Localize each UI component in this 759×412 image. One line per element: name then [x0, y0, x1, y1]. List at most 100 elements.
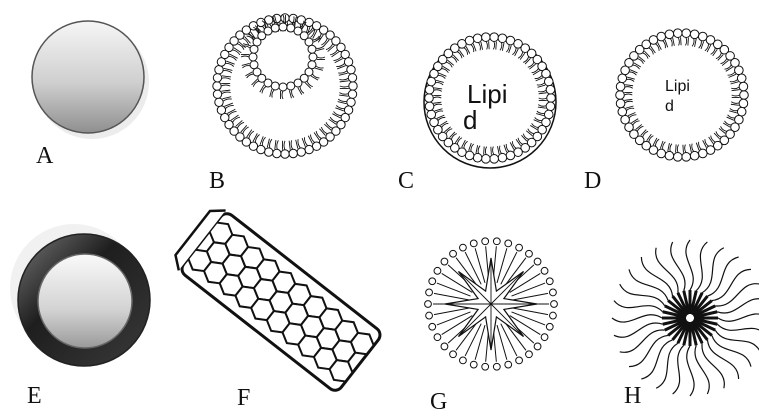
lipid-tail — [626, 108, 634, 110]
dendrimer-terminal — [426, 289, 433, 296]
panel-c-text-2: d — [463, 105, 477, 135]
lipid-head — [465, 36, 474, 45]
panel-e-coated-nanoparticle — [10, 224, 150, 366]
lipid-head — [673, 29, 682, 38]
lipid-head — [348, 90, 356, 98]
lipid-head — [542, 69, 551, 78]
dendrimer-branch — [497, 325, 507, 360]
lipid-tail — [692, 39, 694, 47]
dendrimer-terminal — [550, 312, 557, 319]
lipid-head — [616, 99, 625, 108]
panel-label-c: C — [398, 168, 414, 194]
dendrimer-terminal — [541, 334, 548, 341]
lipid-tail — [625, 101, 633, 103]
lipid-tail — [677, 145, 678, 153]
lipid-tail — [272, 90, 274, 98]
lipid-tail — [493, 147, 494, 155]
dendrimer-terminal — [550, 289, 557, 296]
lipid-tail — [316, 66, 324, 68]
micelle-tail — [717, 299, 759, 313]
dendrimer-branch — [513, 308, 548, 315]
lipid-tail — [538, 105, 546, 107]
lipid-tail — [275, 140, 276, 149]
micelle-tail — [702, 343, 724, 388]
lipid-tail — [732, 95, 740, 96]
lipid-tail — [699, 142, 702, 150]
lipid-head — [271, 24, 279, 32]
dendrimer-terminal — [429, 323, 436, 330]
micelle-tail — [696, 242, 707, 291]
lipid-tail — [339, 78, 348, 80]
dendrimer-terminal — [470, 240, 477, 247]
dendrimer-terminal — [482, 363, 489, 370]
panel-label-a: A — [36, 143, 54, 169]
lipid-head — [618, 107, 627, 116]
lipid-tail — [730, 108, 738, 110]
micelle-tail — [715, 330, 759, 352]
lipid-tail — [222, 78, 231, 80]
lipid-tail — [681, 37, 682, 45]
panel-label-b: B — [209, 168, 225, 194]
lipid-tail — [434, 88, 442, 89]
dendrimer-terminal — [516, 357, 523, 364]
lipid-tail — [678, 37, 679, 45]
dendrimer-branch — [475, 248, 485, 283]
lipid-tail — [692, 144, 694, 152]
dendrimer-terminal — [460, 357, 467, 364]
micelle-tail — [717, 324, 759, 335]
lipid-tail — [339, 93, 348, 95]
lipid-tail — [433, 97, 441, 98]
panel-label-h: H — [624, 383, 641, 409]
lipid-tail — [478, 42, 480, 50]
lipid-tail — [339, 95, 348, 96]
lipid-head — [546, 85, 555, 94]
dendrimer-terminal — [434, 334, 441, 341]
lipid-head — [547, 94, 556, 103]
lipid-head — [308, 45, 316, 53]
lipid-tail — [292, 90, 294, 98]
lipid-head — [297, 16, 305, 24]
lipid-head — [427, 110, 436, 119]
micelle-tail — [614, 323, 663, 337]
dendrimer-terminal — [516, 244, 523, 251]
dendrimer-terminal — [460, 244, 467, 251]
lipid-tail — [282, 91, 283, 99]
micelle-tail — [620, 284, 665, 306]
lipid-tail — [491, 147, 492, 155]
lipid-head — [665, 151, 674, 160]
lipid-tail — [537, 111, 545, 113]
dendrimer-terminal — [541, 267, 548, 274]
dendrimer-terminal — [470, 361, 477, 368]
micelle-tail — [671, 242, 685, 291]
lipid-tail — [690, 144, 692, 152]
lipid-head — [544, 77, 553, 86]
lipid-tail — [502, 43, 504, 51]
lipid-head — [281, 150, 289, 158]
lipid-head — [213, 90, 221, 98]
lipid-tail — [732, 90, 740, 91]
lipid-tail — [481, 42, 483, 50]
lipid-head — [430, 118, 439, 127]
lipid-tail — [731, 104, 739, 105]
panel-b-liposome — [213, 14, 357, 158]
lipid-tail — [321, 127, 327, 134]
lipid-tail — [695, 39, 697, 47]
lipid-head — [305, 145, 313, 153]
lipid-head — [682, 29, 691, 38]
dendrimer-terminal — [546, 323, 553, 330]
lipid-tail — [317, 57, 325, 58]
lipid-tail — [221, 85, 230, 86]
nanotube-body — [169, 203, 383, 393]
lipid-tail — [326, 122, 333, 128]
lipid-tail — [241, 56, 249, 57]
dendrimer-terminal — [526, 250, 533, 257]
lipid-tail — [538, 90, 546, 92]
lipid-tail — [434, 104, 442, 106]
dendrimer-branch — [437, 312, 471, 325]
lipid-head — [657, 32, 666, 41]
dendrimer-terminal — [526, 351, 533, 358]
lipid-tail — [731, 87, 739, 89]
panel-d-text-1: Lipi — [665, 78, 690, 95]
dendrimer-terminal — [434, 267, 441, 274]
lipid-head — [506, 151, 515, 160]
